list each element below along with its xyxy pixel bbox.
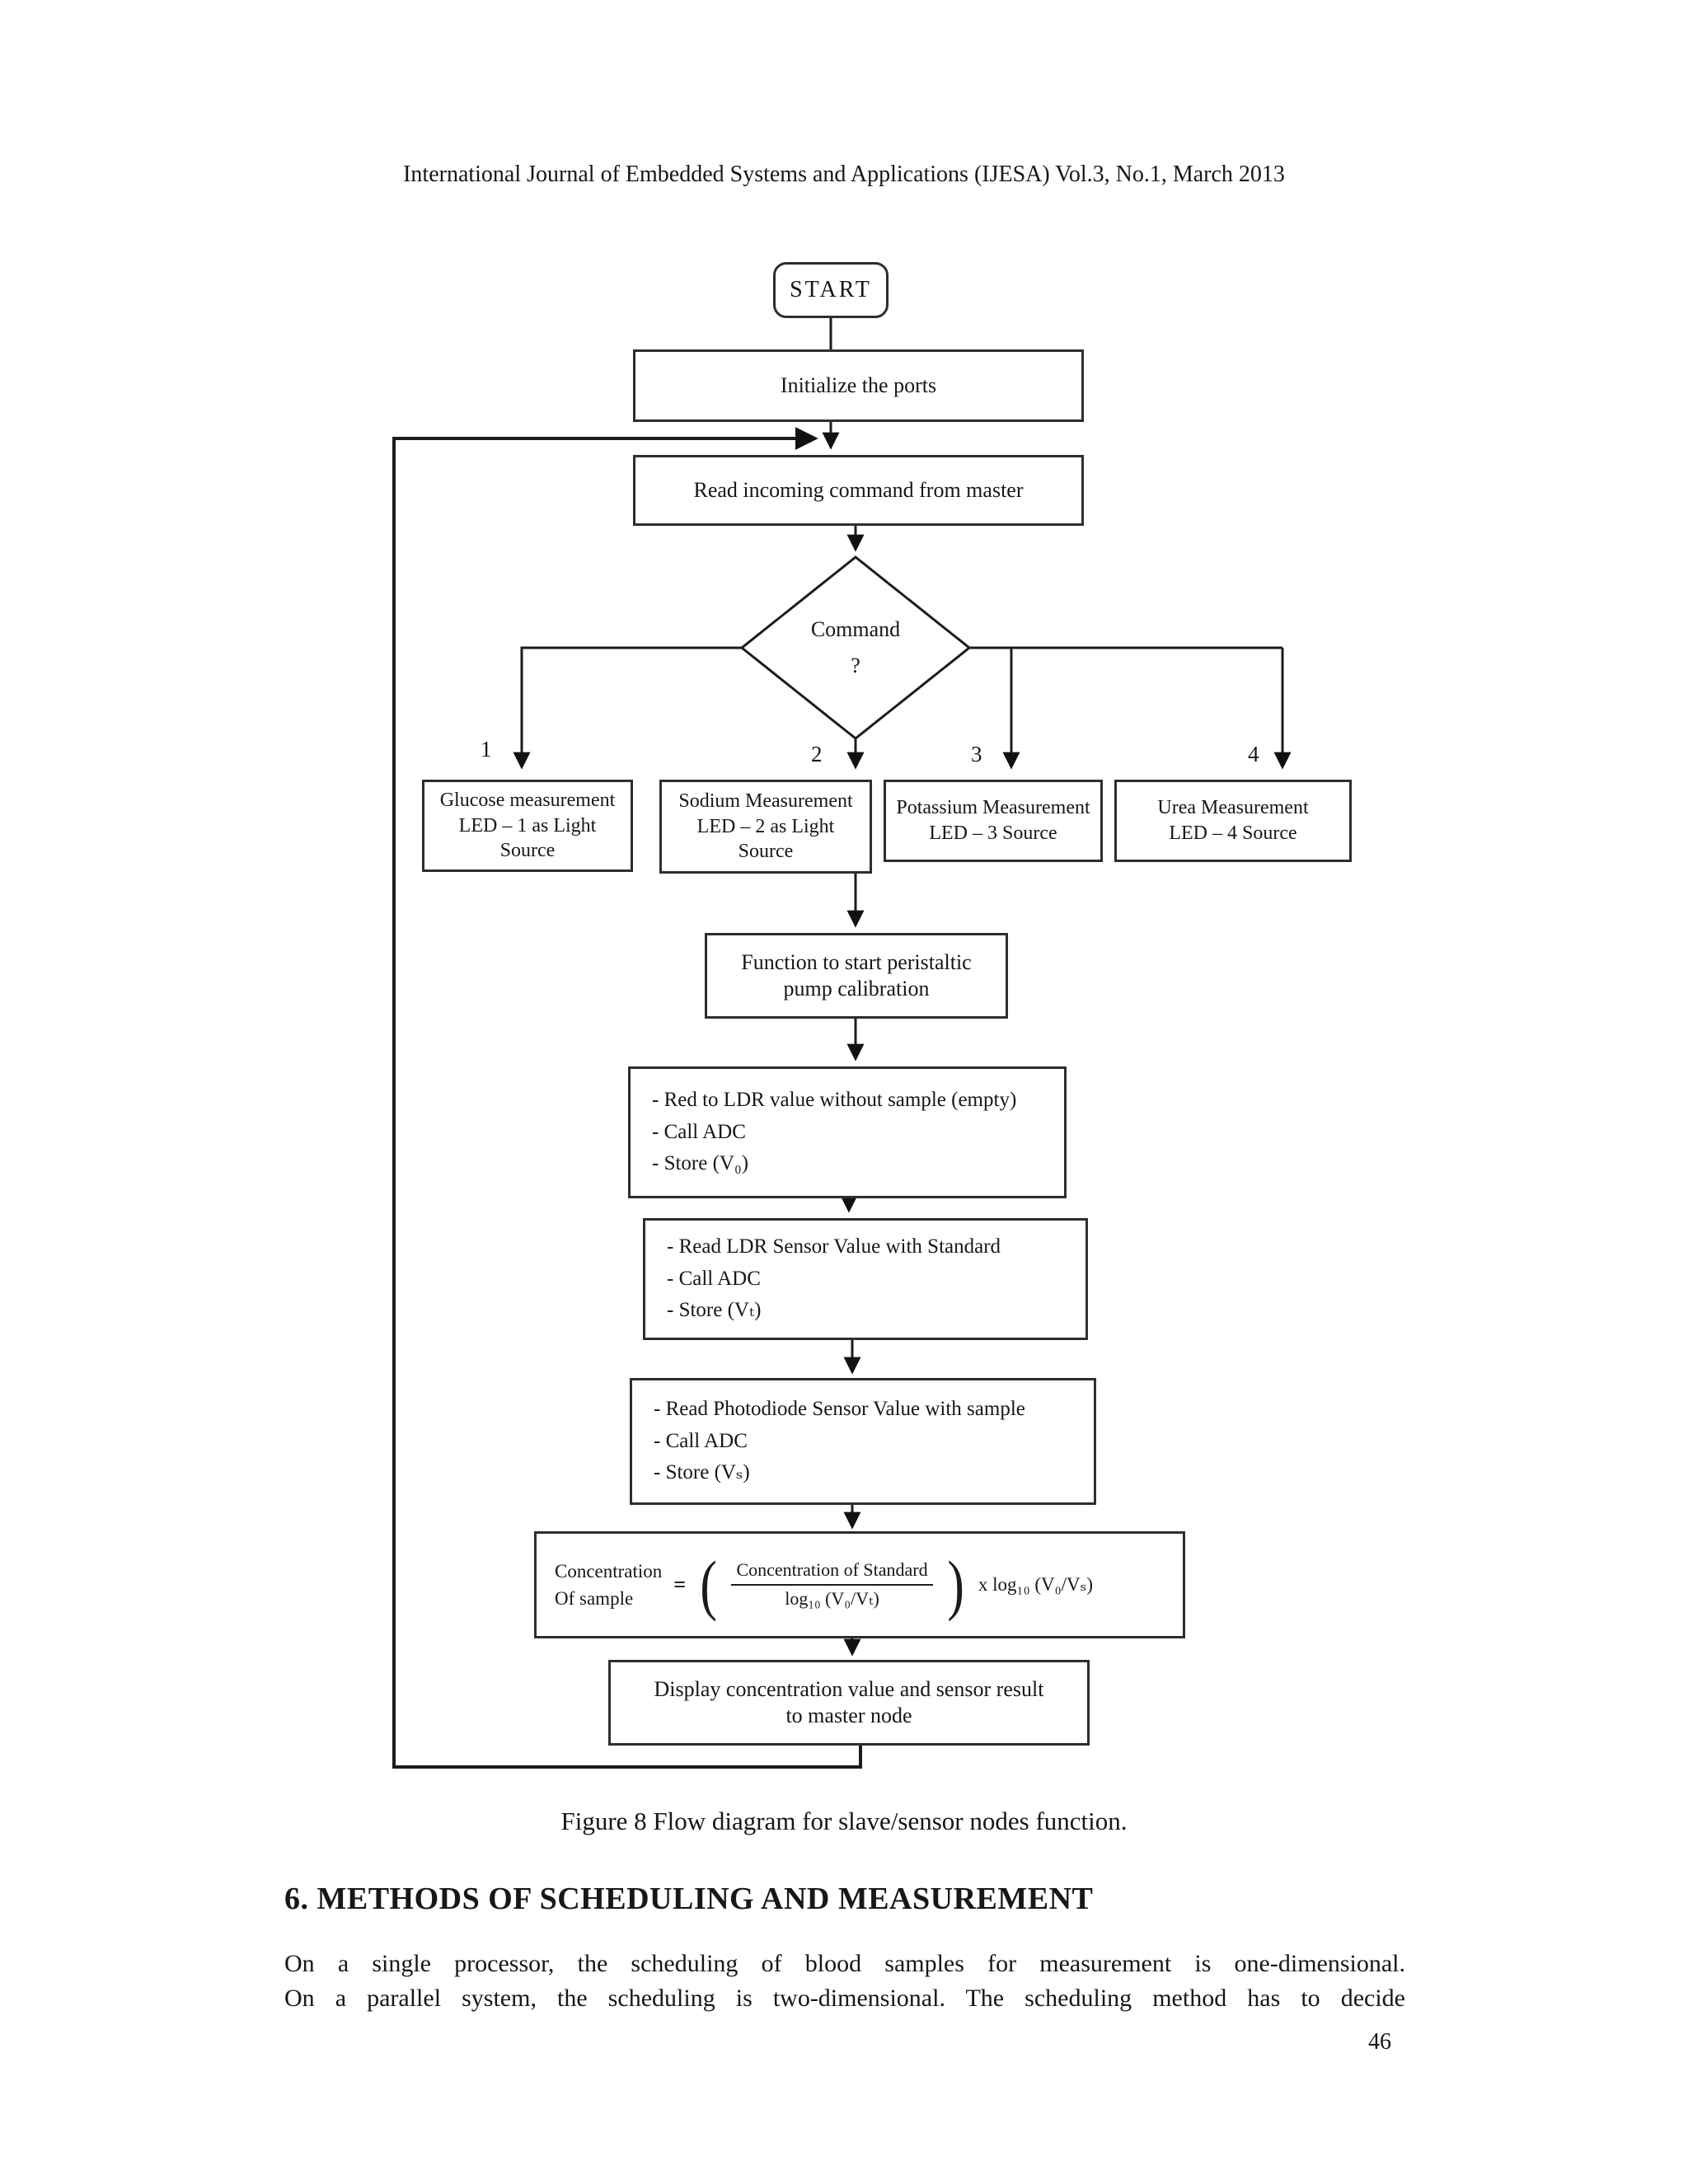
section-heading: 6. METHODS OF SCHEDULING AND MEASUREMENT xyxy=(284,1882,1094,1916)
read-command-label: Read incoming command from master xyxy=(693,478,1024,503)
branch-label-2: 2 xyxy=(811,742,823,766)
formula-open-paren: ( xyxy=(700,1547,718,1623)
ldr-empty-line2: - Call ADC xyxy=(652,1120,746,1143)
formula-multiplier: x log₁₀ (V₀/Vₛ) xyxy=(978,1573,1094,1595)
start-label: START xyxy=(790,276,872,302)
ldr-standard-line3: - Store (Vₜ) xyxy=(667,1299,762,1322)
page-number: 46 xyxy=(1368,2029,1391,2055)
formula-close-paren: ) xyxy=(947,1547,964,1623)
formula-numerator: Concentration of Standard xyxy=(731,1559,933,1586)
glucose-measure-node: Glucose measurement LED – 1 as Light Sou… xyxy=(422,780,633,872)
ldr-standard-node: - Read LDR Sensor Value with Standard - … xyxy=(643,1218,1088,1340)
figure-caption: Figure 8 Flow diagram for slave/sensor n… xyxy=(560,1807,1128,1835)
display-result-node: Display concentration value and sensor r… xyxy=(608,1660,1090,1746)
formula-fraction: Concentration of Standard log₁₀ (V₀/Vₜ) xyxy=(731,1559,933,1610)
decision-line2: ? xyxy=(851,654,860,678)
branch-label-3: 3 xyxy=(971,742,982,766)
potassium-line2: LED – 3 Source xyxy=(929,823,1057,844)
branch1-line xyxy=(513,646,742,770)
journal-header: International Journal of Embedded System… xyxy=(403,162,1285,187)
pump-line1: Function to start peristaltic xyxy=(741,950,972,975)
formula-equals: = xyxy=(673,1572,687,1597)
body-paragraph-line1: On a single processor, the scheduling of… xyxy=(284,1950,1405,1977)
display-line1: Display concentration value and sensor r… xyxy=(654,1677,1044,1702)
sodium-line1: Sodium Measurement xyxy=(678,790,853,812)
loopback-line xyxy=(392,427,862,1769)
formula-lhs-line1: Concentration xyxy=(555,1560,663,1582)
decision-text: Command ? xyxy=(773,612,938,684)
display-line2: to master node xyxy=(785,1704,912,1727)
sodium-line3: Source xyxy=(738,841,794,863)
photodiode-line3: - Store (Vₛ) xyxy=(654,1461,750,1484)
formula-denominator: log₁₀ (V₀/Vₜ) xyxy=(785,1588,879,1609)
glucose-line2: LED – 1 as Light xyxy=(458,814,597,837)
pump-line2: pump calibration xyxy=(783,977,930,1001)
sodium-measure-node: Sodium Measurement LED – 2 as Light Sour… xyxy=(659,780,872,874)
urea-line2: LED – 4 Source xyxy=(1169,823,1297,844)
glucose-line1: Glucose measurement xyxy=(439,789,616,811)
concentration-formula-node: Concentration Of sample = ( Concentratio… xyxy=(534,1531,1185,1638)
body-paragraph-line2: On a parallel system, the scheduling is … xyxy=(284,1985,1405,2012)
sodium-line2: LED – 2 as Light xyxy=(696,815,835,837)
decision-line1: Command xyxy=(810,617,901,641)
ldr-empty-line3: - Store (V₀) xyxy=(652,1152,749,1175)
urea-line1: Urea Measurement xyxy=(1157,797,1309,819)
start-node: START xyxy=(773,262,889,318)
init-ports-label: Initialize the ports xyxy=(780,373,937,398)
ldr-empty-line1: - Red to LDR value without sample (empty… xyxy=(652,1088,1017,1111)
photodiode-node: - Read Photodiode Sensor Value with samp… xyxy=(630,1378,1096,1505)
photodiode-line2: - Call ADC xyxy=(654,1429,748,1452)
ldr-standard-line1: - Read LDR Sensor Value with Standard xyxy=(667,1235,1001,1258)
photodiode-line1: - Read Photodiode Sensor Value with samp… xyxy=(654,1397,1025,1420)
potassium-measure-node: Potassium Measurement LED – 3 Source xyxy=(884,780,1103,862)
branch-label-4: 4 xyxy=(1248,742,1259,766)
ldr-empty-node: - Red to LDR value without sample (empty… xyxy=(628,1066,1067,1198)
urea-measure-node: Urea Measurement LED – 4 Source xyxy=(1114,780,1352,862)
formula-lhs: Concentration Of sample xyxy=(555,1558,662,1613)
glucose-line3: Source xyxy=(499,840,556,862)
pump-calibration-node: Function to start peristaltic pump calib… xyxy=(705,933,1008,1019)
read-command-node: Read incoming command from master xyxy=(633,455,1084,526)
ldr-standard-line2: - Call ADC xyxy=(667,1267,761,1290)
init-ports-node: Initialize the ports xyxy=(633,349,1084,422)
formula-lhs-line2: Of sample xyxy=(555,1588,634,1609)
potassium-line1: Potassium Measurement xyxy=(896,797,1090,819)
branch-label-1: 1 xyxy=(481,737,492,762)
